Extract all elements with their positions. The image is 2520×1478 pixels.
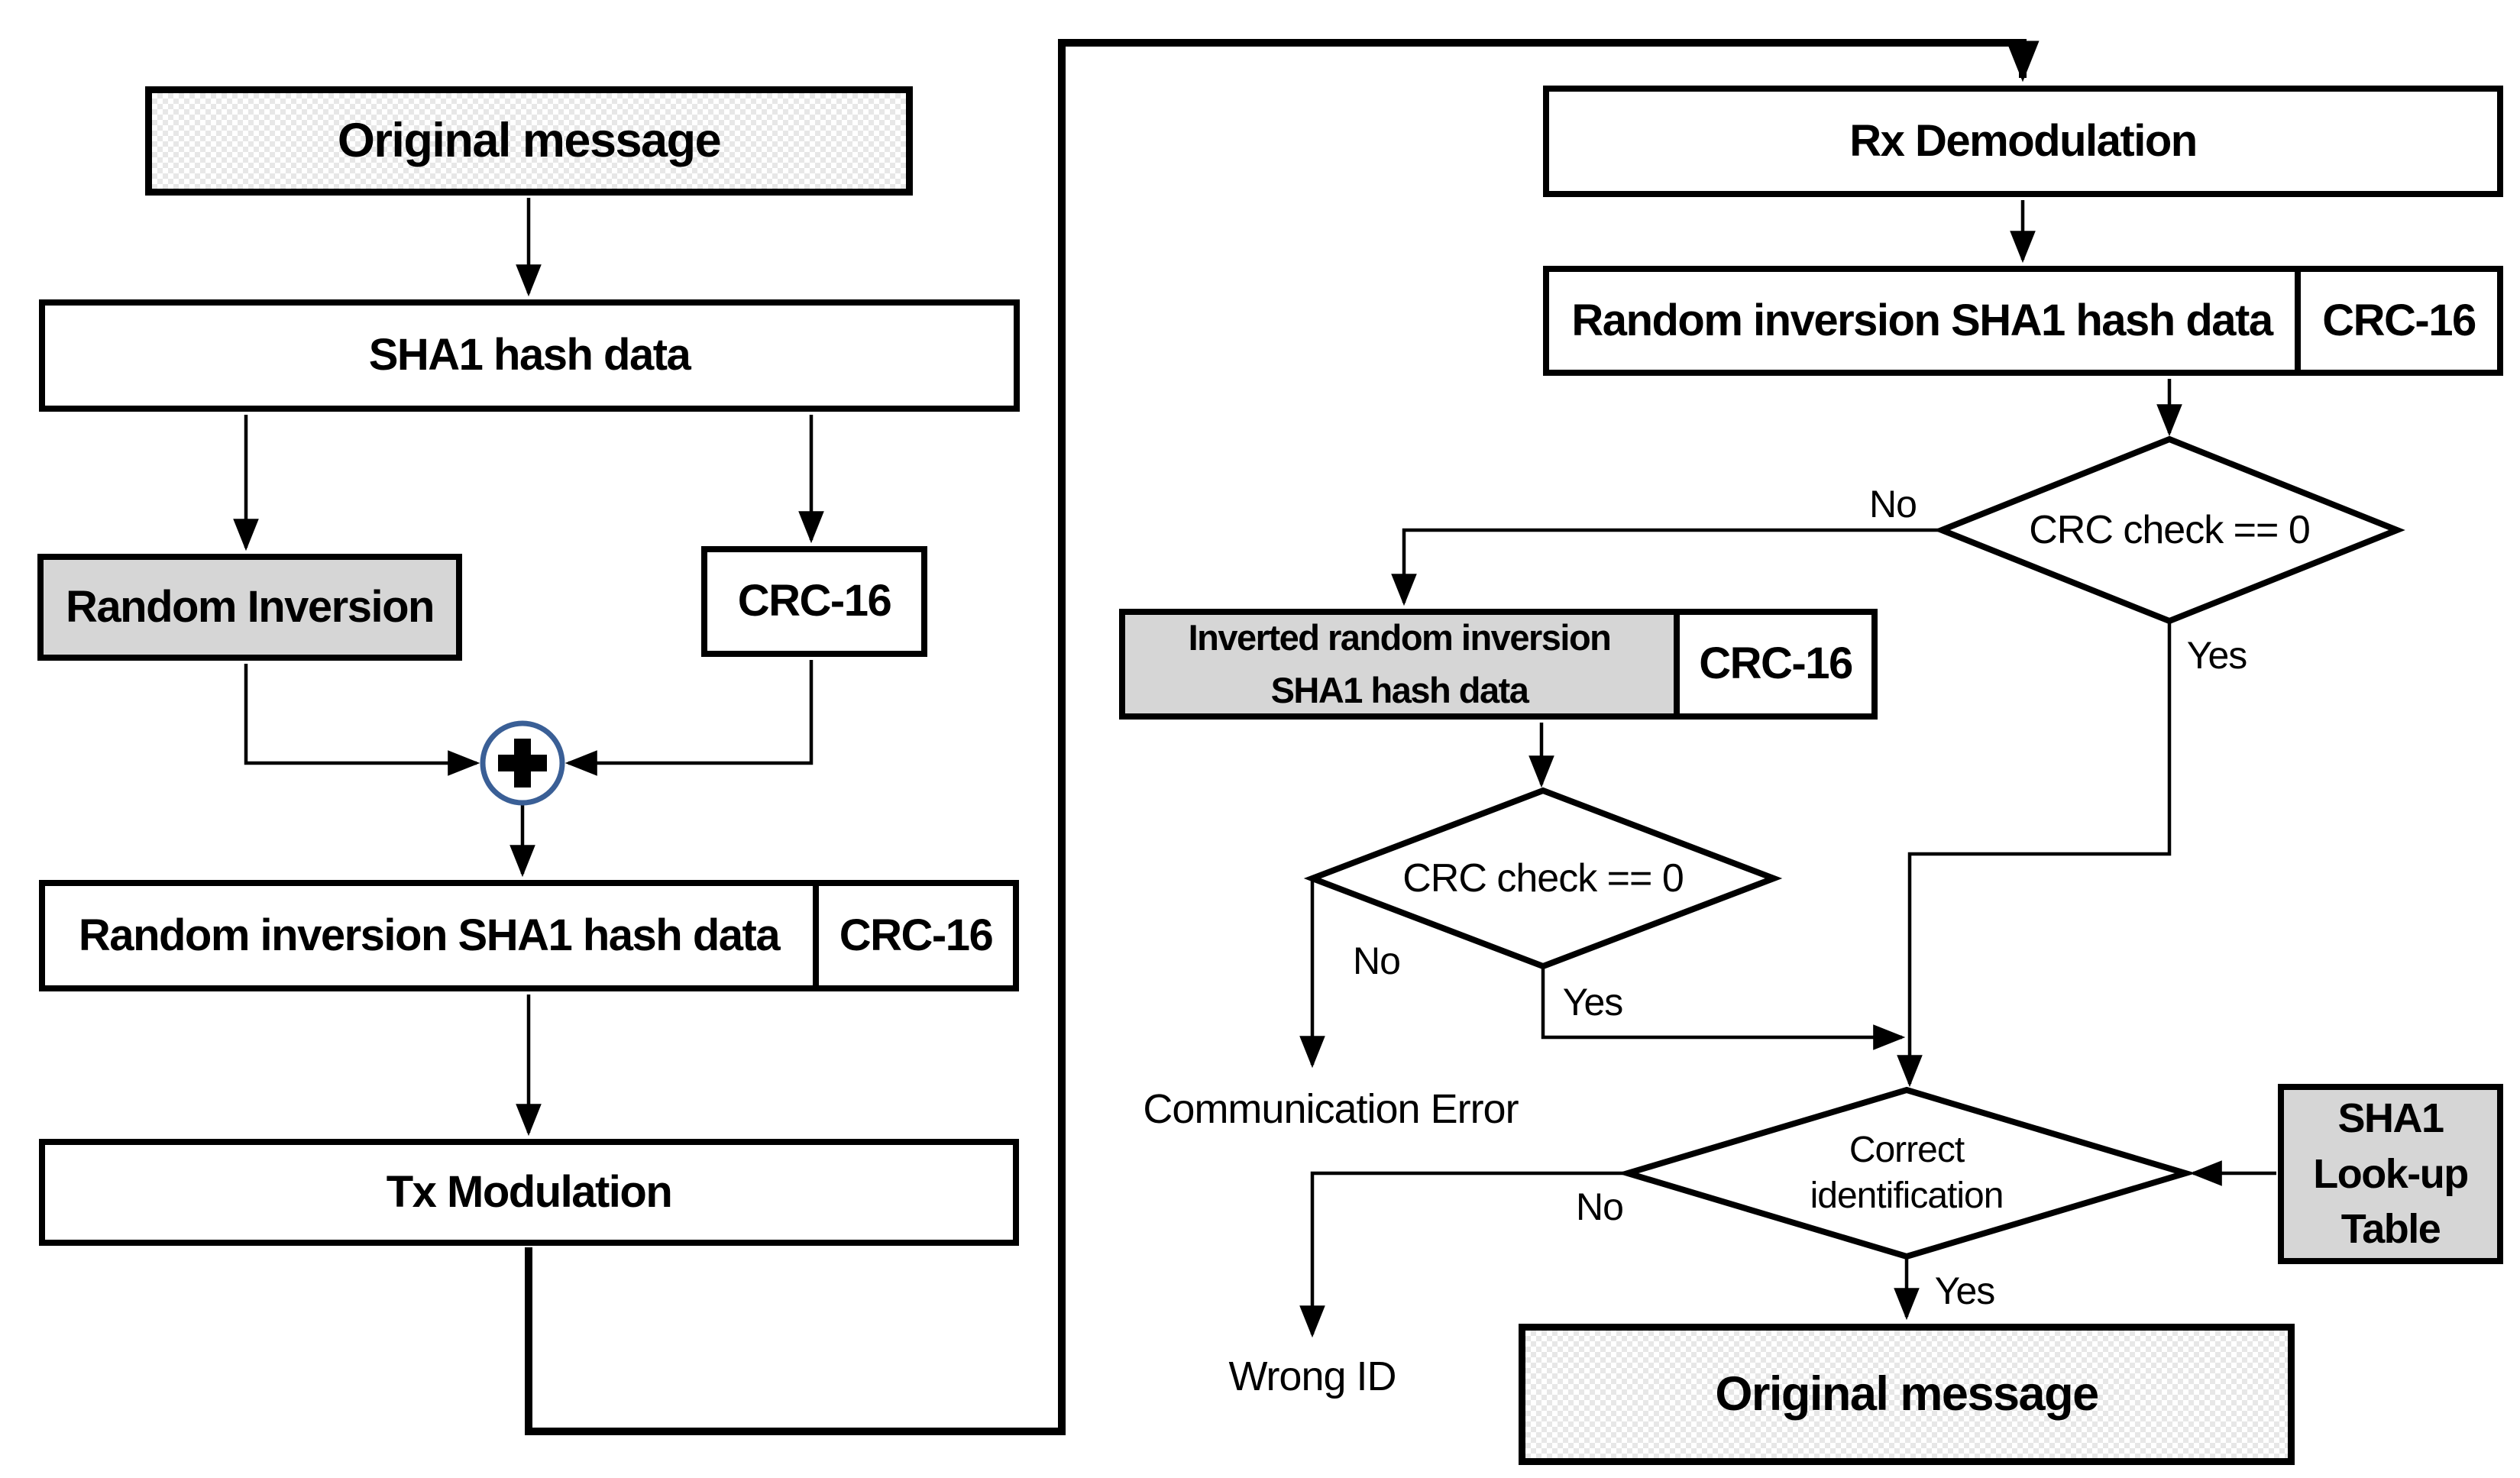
node-inverted-crc-cell: CRC-16 bbox=[1674, 615, 1871, 713]
node-rx-combined-data-cell: Random inversion SHA1 hash data bbox=[1549, 272, 2295, 370]
end-label-communication-error: Communication Error bbox=[1143, 1086, 1519, 1132]
branch-label-no-correctid: No bbox=[1576, 1185, 1624, 1228]
connector-crccheck1-yes-to-correctid bbox=[1897, 623, 2172, 1088]
node-crc16-tx: CRC-16 bbox=[701, 546, 927, 657]
node-label: CRC-16 bbox=[2322, 295, 2476, 345]
branch-label-yes-correctid: Yes bbox=[1934, 1269, 1996, 1312]
node-inverted-data-cell: Inverted random inversion SHA1 hash data bbox=[1125, 615, 1674, 713]
connector-crccheck1-no-to-inverted bbox=[1391, 528, 1943, 606]
node-tx-combined-crc-cell: CRC-16 bbox=[813, 886, 1013, 985]
node-label: Inverted random inversion SHA1 hash data bbox=[1188, 617, 1612, 710]
node-label: Random inversion SHA1 hash data bbox=[1571, 295, 2273, 345]
node-label: Original message bbox=[1715, 1367, 2099, 1421]
node-sha1-lookup-table: SHA1 Look-up Table bbox=[2278, 1084, 2503, 1264]
node-rx-demodulation: Rx Demodulation bbox=[1543, 86, 2503, 197]
node-label: SHA1 hash data bbox=[368, 330, 691, 380]
node-random-inversion: Random Inversion bbox=[37, 554, 462, 661]
branch-label-no-crccheck2: No bbox=[1353, 940, 1401, 982]
decision-crc-check-1-shape bbox=[1933, 435, 2405, 625]
node-rx-combined-crc-cell: CRC-16 bbox=[2295, 272, 2497, 370]
node-rx-combined-frame: Random inversion SHA1 hash data CRC-16 bbox=[1543, 266, 2503, 376]
decision-crc-check-2-shape bbox=[1303, 787, 1783, 970]
xor-plus-icon bbox=[498, 739, 547, 788]
node-label: CRC-16 bbox=[737, 576, 892, 626]
node-label: Random inversion SHA1 hash data bbox=[78, 910, 781, 960]
node-label: Rx Demodulation bbox=[1849, 115, 2198, 166]
node-label: Tx Modulation bbox=[386, 1166, 673, 1217]
node-label: CRC-16 bbox=[839, 910, 994, 960]
branch-label-yes-crccheck2: Yes bbox=[1562, 981, 1624, 1024]
node-rx-original-message: Original message bbox=[1519, 1324, 2295, 1465]
branch-label-yes-crccheck1: Yes bbox=[2186, 634, 2248, 677]
node-inverted-frame: Inverted random inversion SHA1 hash data… bbox=[1119, 609, 1878, 720]
node-label: Original message bbox=[337, 114, 722, 168]
node-label: SHA1 Look-up Table bbox=[2313, 1095, 2469, 1253]
branch-label-no-crccheck1: No bbox=[1869, 483, 1917, 526]
connector-random-inversion-to-xor bbox=[244, 664, 480, 776]
node-sha1-hash-data: SHA1 hash data bbox=[39, 299, 1020, 412]
connector-crc16-to-xor bbox=[564, 660, 814, 776]
node-tx-combined-frame: Random inversion SHA1 hash data CRC-16 bbox=[39, 880, 1019, 991]
node-label: CRC-16 bbox=[1699, 639, 1853, 689]
decision-correct-identification-shape bbox=[1617, 1086, 2196, 1260]
connector-correctid-no-to-wrongid bbox=[1299, 1171, 1629, 1338]
connector-crccheck2-yes-join bbox=[1541, 968, 1906, 1050]
node-tx-modulation: Tx Modulation bbox=[39, 1139, 1019, 1246]
node-tx-original-message: Original message bbox=[145, 86, 913, 196]
node-tx-combined-data-cell: Random inversion SHA1 hash data bbox=[45, 886, 813, 985]
connector-txmod-to-rxdemod bbox=[525, 39, 2040, 1435]
end-label-wrong-id: Wrong ID bbox=[1228, 1353, 1396, 1399]
node-label: Random Inversion bbox=[66, 581, 435, 632]
